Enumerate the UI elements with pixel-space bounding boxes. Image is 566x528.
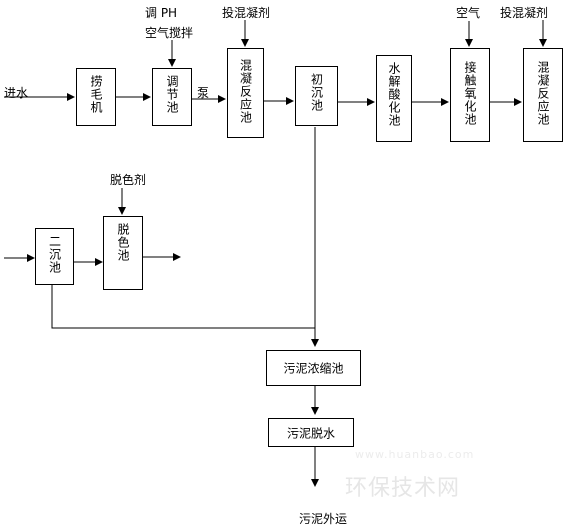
sludge-thickener-box: 污泥浓缩池 bbox=[266, 350, 361, 386]
watermark-url: www.huanbao.com bbox=[355, 448, 475, 461]
equalization-box: 调节池 bbox=[152, 68, 192, 126]
ph-adjust-label: 调 PH bbox=[145, 6, 178, 20]
line-secondary-sludge bbox=[51, 285, 315, 329]
watermark-logo: 环保技术网 bbox=[345, 476, 461, 501]
primary-settling-label: 初沉池 bbox=[309, 73, 324, 112]
hydrolysis-label: 水解酸化池 bbox=[387, 62, 401, 127]
grate-box: 捞毛机 bbox=[76, 68, 116, 126]
grate-label: 捞毛机 bbox=[89, 75, 103, 114]
decolor-tank-box: 脱色池 bbox=[103, 216, 143, 290]
air-stir-label: 空气搅拌 bbox=[145, 26, 194, 40]
decolor-tank-label: 脱色池 bbox=[116, 223, 130, 262]
pump-label: 泵 bbox=[197, 86, 210, 100]
coagulation-1-label: 混凝反应池 bbox=[238, 59, 253, 124]
secondary-settling-box: 二沉池 bbox=[35, 228, 74, 285]
coagulant-2-label: 投混凝剂 bbox=[500, 6, 549, 20]
inflow-label: 进水 bbox=[4, 86, 29, 100]
sludge-out-label: 污泥外运 bbox=[299, 512, 348, 526]
contact-oxidation-box: 接触氧化池 bbox=[450, 48, 490, 142]
coagulant-1-label: 投混凝剂 bbox=[222, 6, 271, 20]
decolorant-label: 脱色剂 bbox=[110, 173, 147, 187]
secondary-settling-label: 二沉池 bbox=[47, 235, 62, 274]
primary-settling-box: 初沉池 bbox=[295, 66, 338, 126]
coagulation-2-label: 混凝反应池 bbox=[536, 61, 550, 126]
sludge-dewater-label: 污泥脱水 bbox=[286, 426, 335, 440]
contact-oxidation-label: 接触氧化池 bbox=[463, 61, 477, 126]
sludge-thickener-label: 污泥浓缩池 bbox=[283, 361, 344, 376]
coagulation-1-box: 混凝反应池 bbox=[227, 48, 264, 138]
equalization-label: 调节池 bbox=[165, 75, 179, 114]
sludge-dewater-box: 污泥脱水 bbox=[268, 418, 354, 447]
hydrolysis-box: 水解酸化池 bbox=[376, 55, 412, 142]
air-label: 空气 bbox=[456, 6, 481, 20]
coagulation-2-box: 混凝反应池 bbox=[523, 48, 563, 142]
